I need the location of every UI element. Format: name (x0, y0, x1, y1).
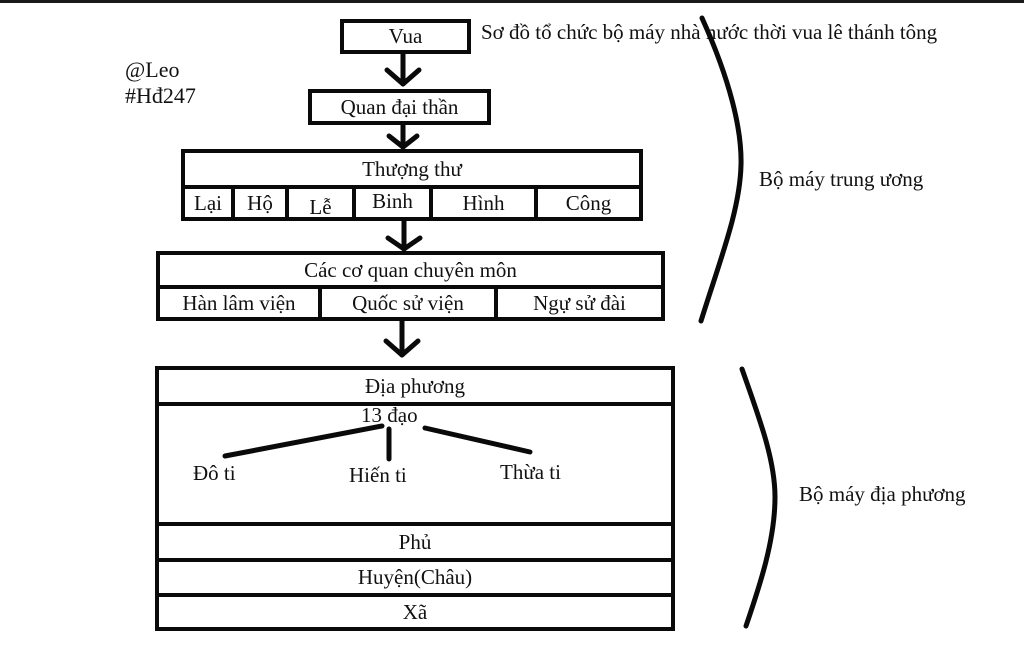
department-label: Công (565, 190, 612, 215)
central-apparatus-label: Bộ máy trung ương (759, 167, 924, 191)
arrow-down-icon (383, 318, 421, 358)
department-label: Hộ (247, 190, 273, 215)
level-label: Xã (402, 599, 428, 624)
department-cell: Hình (433, 189, 538, 217)
department-cell: Hộ (235, 189, 289, 217)
central-bracket (698, 15, 744, 324)
level-label: Phủ (398, 529, 432, 554)
ministers-title: Thượng thư (362, 156, 462, 181)
level-row-phu: Phủ (159, 526, 671, 562)
agencies-row: Hàn lâm viện Quốc sử viện Ngự sử đài (160, 289, 661, 317)
office-hien-ti: Hiến ti (349, 463, 407, 487)
diagram-title: Sơ đồ tổ chức bộ máy nhà nước thời vua l… (481, 20, 938, 44)
great-officials-label: Quan đại thần (340, 94, 459, 119)
top-border (0, 0, 1024, 3)
department-label: Hình (462, 190, 505, 215)
department-cell: Công (538, 189, 639, 217)
local-header: Địa phương (159, 370, 671, 406)
level-label: Huyện(Châu) (357, 565, 473, 589)
agency-cell: Hàn lâm viện (160, 289, 322, 317)
level-row-huyen: Huyện(Châu) (159, 562, 671, 597)
department-cell: Lại (185, 189, 235, 217)
department-cell: Binh (356, 189, 433, 217)
ministers-box: Thượng thư Lại Hộ Lễ Binh Hình Công (181, 149, 643, 221)
king-label: Vua (388, 24, 423, 48)
department-label: Binh (372, 188, 413, 213)
office-do-ti: Đô ti (193, 461, 236, 485)
local-title: Địa phương (364, 373, 466, 398)
circuits-section (159, 406, 671, 526)
agencies-title: Các cơ quan chuyên môn (304, 257, 517, 282)
agency-cell: Ngự sử đài (498, 289, 661, 317)
agencies-header: Các cơ quan chuyên môn (160, 255, 661, 289)
department-label: Lễ (309, 194, 332, 219)
specialized-agencies-box: Các cơ quan chuyên môn Hàn lâm viện Quốc… (156, 251, 665, 321)
department-label: Lại (194, 190, 222, 215)
departments-row: Lại Hộ Lễ Binh Hình Công (185, 189, 639, 219)
agency-label: Ngự sử đài (533, 290, 626, 315)
office-thua-ti: Thừa ti (500, 460, 561, 484)
agency-label: Hàn lâm viện (182, 290, 296, 315)
arrow-down-icon (385, 218, 423, 252)
great-officials-box: Quan đại thần (308, 89, 491, 125)
agency-cell: Quốc sử viện (322, 289, 498, 317)
arrow-down-icon (386, 122, 420, 150)
local-box: Địa phương Phủ Huyện(Châu) Xã (155, 366, 675, 631)
arrow-down-icon (384, 51, 422, 87)
agency-label: Quốc sử viện (352, 290, 464, 315)
local-bracket (739, 366, 778, 629)
ministers-header: Thượng thư (185, 153, 639, 189)
local-apparatus-label: Bộ máy địa phương (799, 482, 966, 506)
king-box: Vua (340, 19, 471, 54)
department-cell: Lễ (289, 189, 356, 219)
circuits-title: 13 đạo (361, 403, 418, 427)
author-watermark: @Leo (125, 57, 180, 82)
level-row-xa: Xã (159, 597, 671, 627)
tag-watermark: #Hđ247 (125, 83, 196, 108)
